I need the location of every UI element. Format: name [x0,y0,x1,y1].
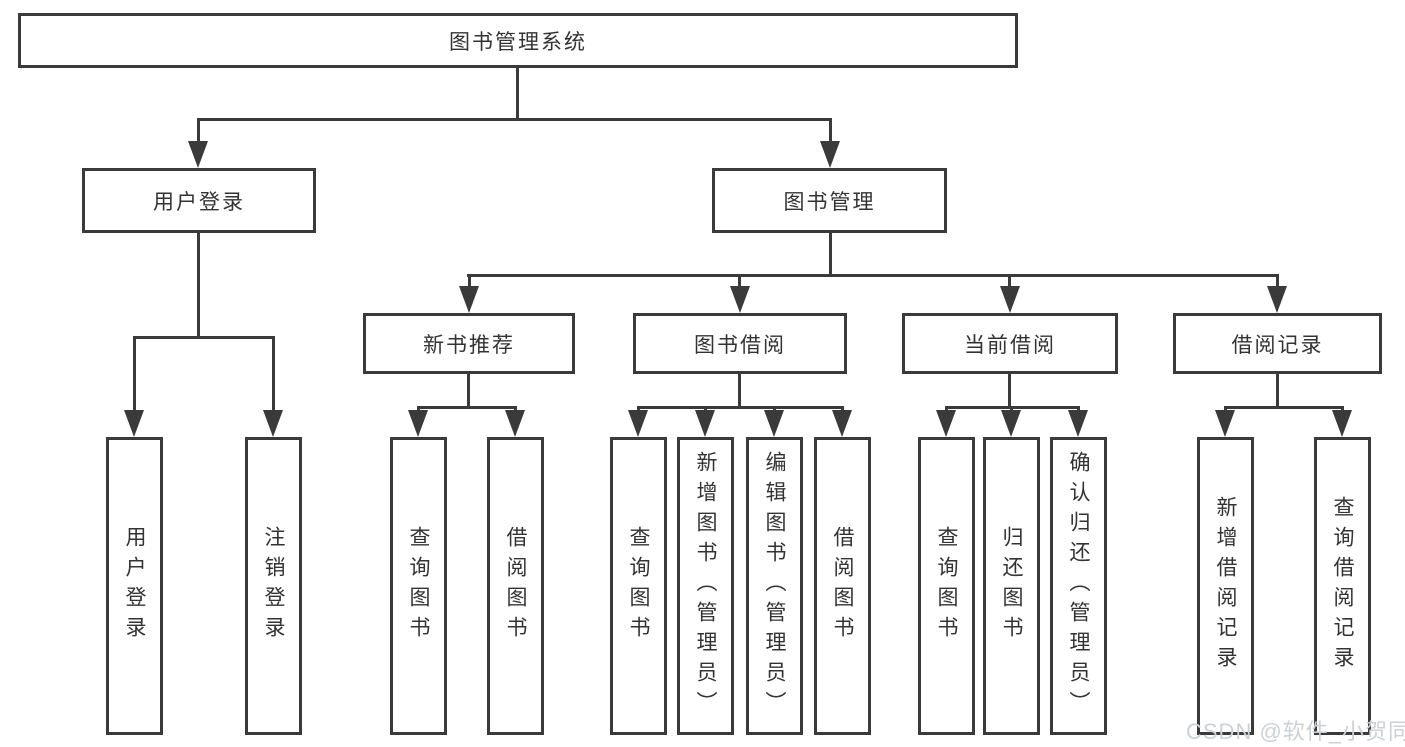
connector-arm [514,406,517,412]
leaf-label: 借阅图书 [504,526,527,646]
leaf-label: 查询图书 [935,526,958,646]
leaf-records-add-record: 新增借阅记录 [1197,437,1254,735]
connector-root-stem [516,68,519,118]
arrow-down-icon [628,410,648,437]
leaf-borrow-add-book-admin: 新增图书（管理员） [677,437,734,735]
node-borrow-records-label: 借阅记录 [1231,333,1324,357]
node-current-borrow-label: 当前借阅 [964,333,1056,357]
leaf-borrow-borrow-book: 借阅图书 [814,437,871,735]
arrow-down-icon [832,410,852,437]
leaf-recommend-query-book: 查询图书 [390,437,447,735]
node-user-login-label: 用户登录 [153,190,245,214]
connector-current-stem [1008,374,1011,406]
leaf-label: 归还图书 [1000,526,1023,646]
node-current-borrow: 当前借阅 [902,313,1118,374]
connector-arm [841,406,844,412]
arrow-down-icon [730,286,750,313]
connector-arm [133,336,136,411]
arrow-down-icon [1267,286,1287,313]
arrow-down-icon [764,410,784,437]
connector-recommend-stem [467,374,470,406]
leaf-borrow-query-book: 查询图书 [610,437,667,735]
leaf-recommend-borrow-book: 借阅图书 [487,437,544,735]
leaf-label: 确认归还（管理员） [1067,451,1090,721]
arrow-down-icon [188,141,208,168]
node-borrow-records: 借阅记录 [1173,313,1382,374]
connector-arm [1224,406,1227,412]
arrow-down-icon [1332,410,1352,437]
connector-arm [738,274,741,288]
leaf-label: 用户登录 [123,526,146,646]
leaf-user-login: 用户登录 [106,437,163,735]
leaf-records-query-record: 查询借阅记录 [1314,437,1371,735]
connector-arm [1008,274,1011,288]
node-book-borrow-label: 图书借阅 [694,333,786,357]
connector-arm [272,336,275,411]
node-new-book-recommend-label: 新书推荐 [423,333,515,357]
connector-recommend-rail [417,406,517,409]
connector-level2-rail [197,118,832,121]
leaf-current-return-book: 归还图书 [983,437,1040,735]
connector-book-management-stem [829,233,832,274]
leaf-current-confirm-return-admin: 确认归还（管理员） [1050,437,1107,735]
connector-arm [704,406,707,412]
leaf-label: 新增借阅记录 [1214,496,1237,676]
arrow-down-icon [1001,410,1021,437]
leaf-label: 新增图书（管理员） [694,451,717,721]
node-root-label: 图书管理系统 [449,30,587,54]
connector-arm [773,406,776,412]
leaf-label: 查询借阅记录 [1331,496,1354,676]
connector-records-stem [1276,374,1279,406]
arrow-down-icon [936,410,956,437]
connector-arm [637,406,640,412]
leaf-current-query-book: 查询图书 [918,437,975,735]
node-root: 图书管理系统 [18,13,1018,68]
connector-borrow-stem [738,374,741,406]
arrow-down-icon [408,410,428,437]
leaf-borrow-edit-book-admin: 编辑图书（管理员） [746,437,803,735]
connector-arm [1276,274,1279,288]
connector-arm [1341,406,1344,412]
node-book-management: 图书管理 [712,168,947,233]
arrow-down-icon [1068,410,1088,437]
connector-arm [417,406,420,412]
node-book-borrow: 图书借阅 [633,313,847,374]
leaf-label: 借阅图书 [831,526,854,646]
arrow-down-icon [505,410,525,437]
arrow-down-icon [695,410,715,437]
connector-user-login-stem [197,233,200,336]
connector-arm [197,118,200,145]
leaf-logout: 注销登录 [245,437,302,735]
node-new-book-recommend: 新书推荐 [363,313,575,374]
connector-records-rail [1224,406,1344,409]
csdn-watermark: CSDN @软件_小贺同学 [1186,719,1405,744]
connector-arm [945,406,948,412]
connector-arm [468,274,471,288]
arrow-down-icon [820,141,840,168]
leaf-label: 查询图书 [407,526,430,646]
node-user-login: 用户登录 [82,168,316,233]
leaf-label: 查询图书 [627,526,650,646]
connector-arm [829,118,832,145]
connector-level3-rail [467,274,1279,277]
arrow-down-icon [124,410,144,437]
node-book-management-label: 图书管理 [783,190,876,214]
arrow-down-icon [459,286,479,313]
connector-borrow-rail [637,406,844,409]
arrow-down-icon [1215,410,1235,437]
connector-arm [1077,406,1080,412]
arrow-down-icon [1000,286,1020,313]
arrow-down-icon [263,410,283,437]
leaf-label: 编辑图书（管理员） [763,451,786,721]
leaf-label: 注销登录 [262,526,285,646]
connector-arm [1010,406,1013,412]
connector-user-login-rail [133,336,275,339]
